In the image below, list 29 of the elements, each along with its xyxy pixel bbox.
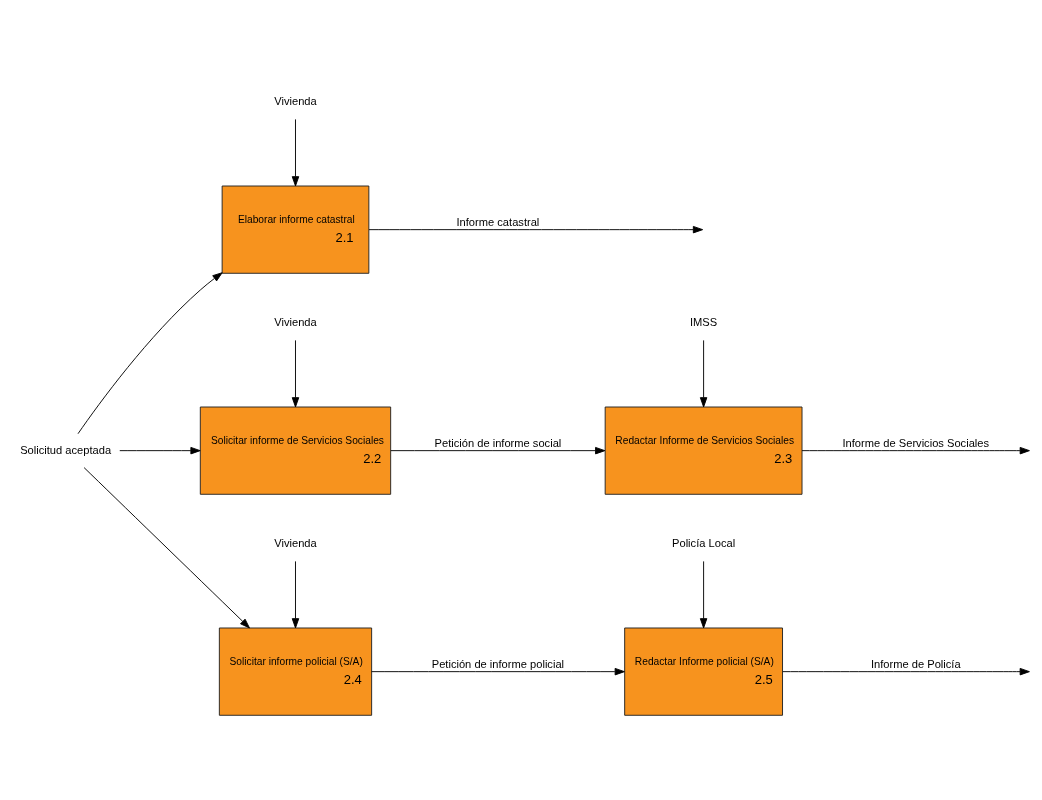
edge-label: Informe catastral xyxy=(456,215,540,228)
node-box: Redactar Informe policial (S/A) 2.5 xyxy=(624,627,783,716)
arrow xyxy=(699,560,708,628)
node-text: Vivienda xyxy=(274,536,317,549)
node-text: Vivienda xyxy=(274,315,317,328)
arrow xyxy=(390,446,606,454)
node-box: Solicitar informe de Servicios Sociales 2.2 xyxy=(199,406,392,495)
arrow xyxy=(801,446,1030,454)
arrow xyxy=(77,271,223,434)
edge-label: Petición de informe social xyxy=(434,436,562,449)
node-text: Vivienda xyxy=(274,94,317,107)
node-text: Policía Local xyxy=(672,536,736,549)
node-box: Elaborar informe catastral 2.1 xyxy=(221,185,370,274)
arrow xyxy=(699,339,708,407)
node-text: IMSS xyxy=(689,315,718,328)
node-text: Solicitud aceptada xyxy=(20,443,112,456)
node-box: Solicitar informe policial (S/A) 2.4 xyxy=(218,627,373,716)
edge-label: Petición de informe policial xyxy=(431,657,565,670)
edge-label: Informe de Policía xyxy=(870,657,961,670)
arrow xyxy=(83,466,250,628)
arrow xyxy=(368,225,704,233)
arrow xyxy=(291,560,300,628)
arrow xyxy=(119,446,201,454)
arrow xyxy=(371,667,625,675)
arrow xyxy=(782,667,1030,675)
arrow xyxy=(291,118,300,186)
node-box: Redactar Informe de Servicios Sociales 2.3 xyxy=(604,406,803,495)
edge-label: Informe de Servicios Sociales xyxy=(842,436,990,449)
arrow xyxy=(291,339,300,407)
